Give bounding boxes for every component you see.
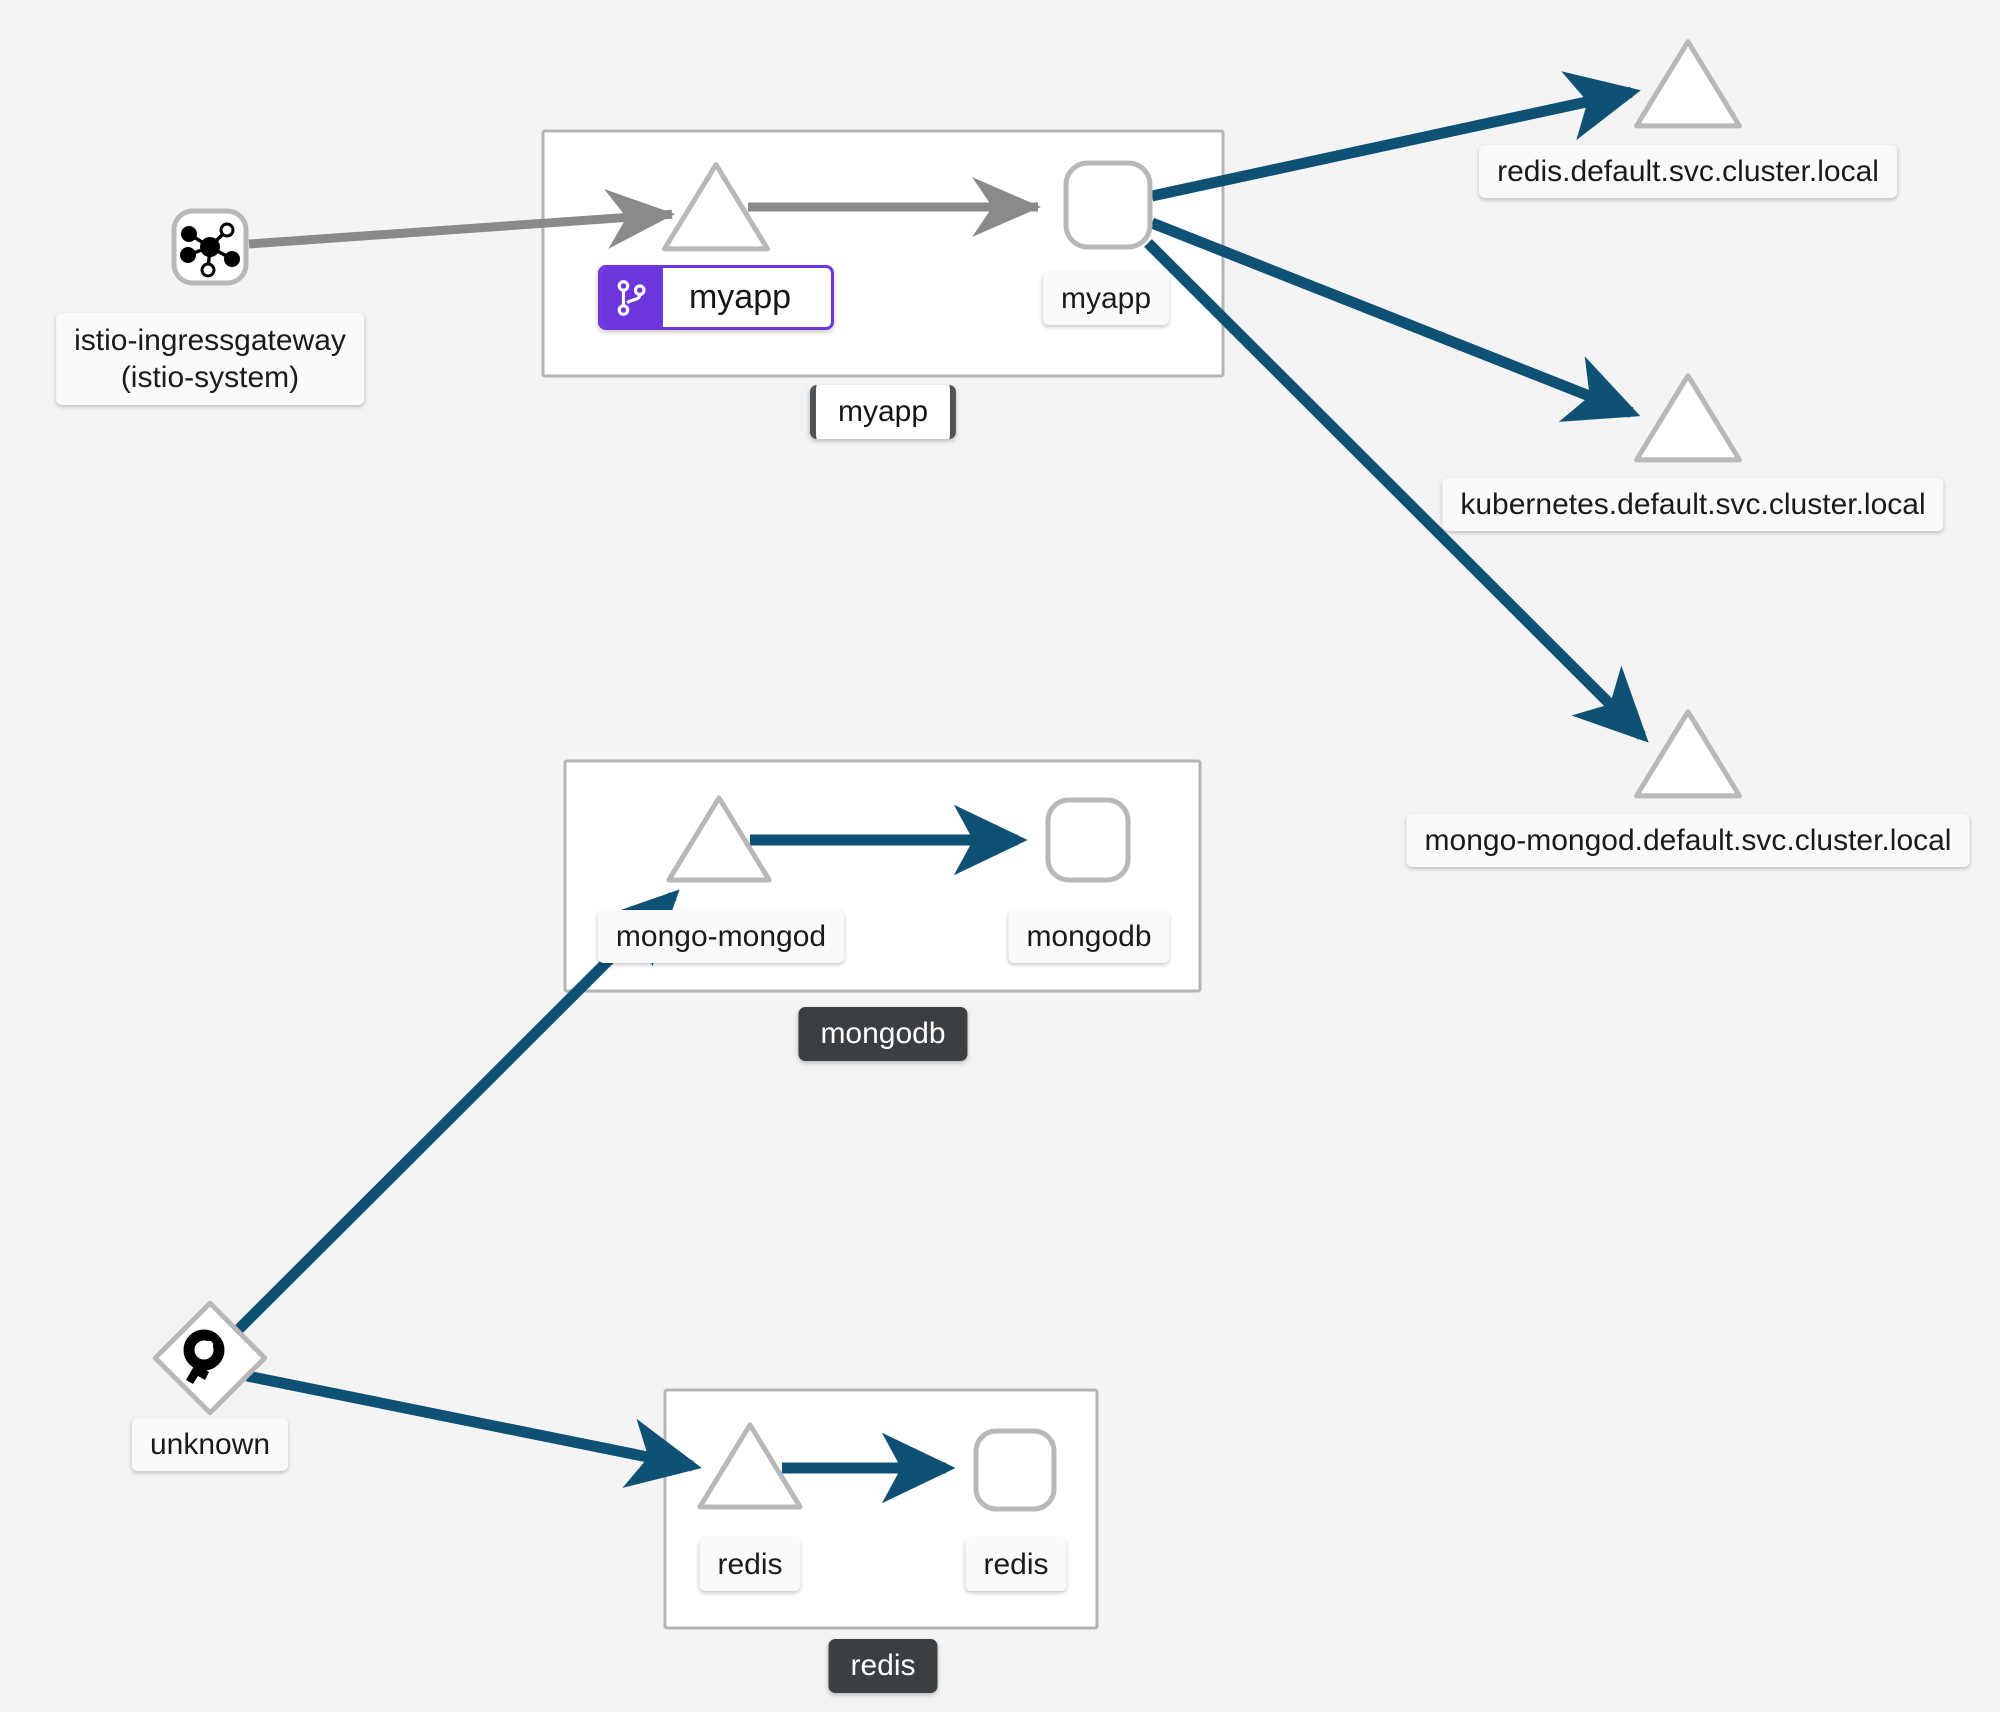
app-badge[interactable]: myapp <box>597 265 835 330</box>
graph-node-redis-workload[interactable] <box>973 1428 1057 1512</box>
node-label[interactable]: myapp <box>1042 272 1170 326</box>
node-label[interactable]: mongo-mongod.default.svc.cluster.local <box>1406 814 1970 868</box>
node-label[interactable]: mongodb <box>1008 910 1170 964</box>
mtls-lock-icon <box>1599 693 1631 725</box>
graph-node-myapp-service[interactable] <box>662 162 770 252</box>
mtls-lock-icon <box>1585 381 1607 417</box>
key-icon <box>183 1329 225 1384</box>
graph-edge[interactable] <box>1144 239 1649 743</box>
graph-node-kubernetes-remote-service[interactable] <box>1634 373 1742 463</box>
graph-node-mongo-remote-service[interactable] <box>1634 709 1742 799</box>
graph-node-redis-service[interactable] <box>697 1422 803 1510</box>
graph-node-myapp-workload[interactable] <box>1063 160 1153 250</box>
node-label[interactable]: redis <box>699 1538 801 1592</box>
namespace-badge[interactable]: redis <box>828 1639 938 1693</box>
graph-node-mongodb-workload[interactable] <box>1045 797 1131 883</box>
graph-edge[interactable] <box>1149 217 1641 422</box>
graph-edge[interactable] <box>245 1370 702 1488</box>
app-badge-label: myapp <box>688 278 792 316</box>
graph-edge[interactable] <box>1150 71 1641 202</box>
node-label[interactable]: kubernetes.default.svc.cluster.local <box>1442 478 1944 532</box>
node-label[interactable]: istio-ingressgateway (istio-system) <box>56 313 364 406</box>
mtls-lock-icon <box>646 1440 664 1477</box>
graph-edge[interactable] <box>248 188 676 249</box>
graph-node-mongo-mongod-service[interactable] <box>666 795 772 883</box>
graph-node-unknown[interactable] <box>152 1300 268 1416</box>
node-label[interactable]: unknown <box>131 1418 289 1472</box>
node-label[interactable]: redis <box>965 1538 1067 1592</box>
node-label[interactable]: redis.default.svc.cluster.local <box>1479 145 1897 199</box>
mesh-icon <box>180 222 240 278</box>
git-branch-icon <box>600 268 663 327</box>
namespace-badge[interactable]: myapp <box>809 385 957 439</box>
mtls-lock-icon <box>1585 82 1603 118</box>
namespace-badge[interactable]: mongodb <box>798 1007 968 1061</box>
graph-edge[interactable] <box>234 889 680 1334</box>
graph-node-redis-remote-service[interactable] <box>1634 39 1742 129</box>
graph-node-istio-ingressgateway[interactable] <box>171 208 249 286</box>
node-label[interactable]: mongo-mongod <box>597 910 845 964</box>
